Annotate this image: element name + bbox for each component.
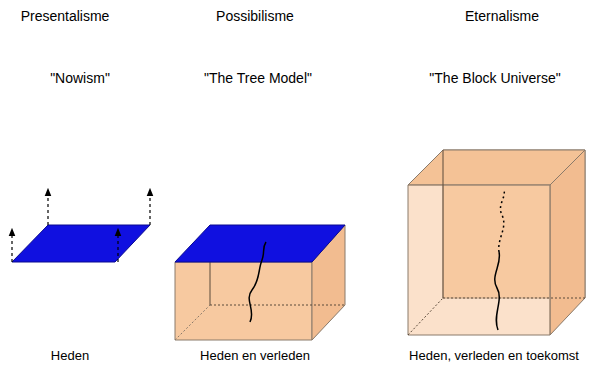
- now-plane: [12, 192, 150, 262]
- block-cube: [408, 150, 585, 335]
- tree-box: [175, 225, 345, 340]
- time-caption: Heden en verleden: [200, 349, 310, 364]
- model-subtitle: "The Tree Model": [204, 70, 312, 86]
- model-subtitle: "Nowism": [50, 70, 110, 86]
- theory-heading: Presentalisme: [21, 8, 110, 24]
- time-caption: Heden, verleden en toekomst: [409, 349, 579, 364]
- time-caption: Heden: [51, 349, 89, 364]
- model-subtitle: "The Block Universe": [429, 70, 560, 86]
- theory-heading: Eternalisme: [465, 8, 539, 24]
- theory-heading: Possibilisme: [216, 8, 294, 24]
